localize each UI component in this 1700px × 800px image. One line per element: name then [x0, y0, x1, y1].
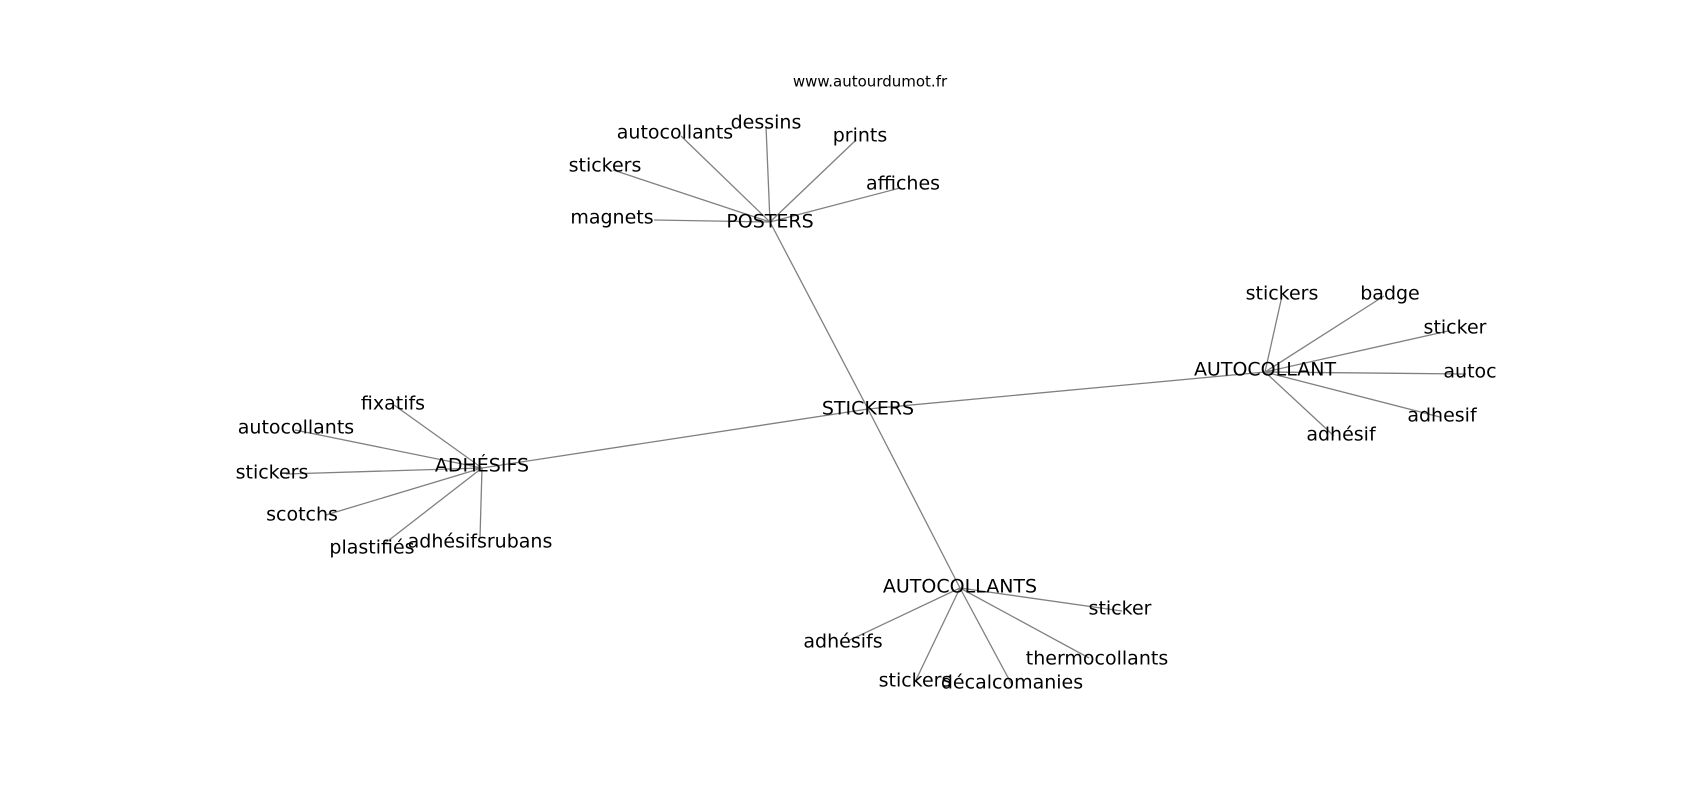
leaf-node-label: autoc	[1443, 361, 1496, 383]
edges-layer	[285, 125, 1467, 686]
leaf-node-label: stickers	[879, 670, 952, 692]
leaf-node-label: affiches	[866, 173, 940, 195]
hub-node-posters: POSTERS	[726, 211, 813, 233]
leaf-node-label: scotchs	[266, 504, 338, 526]
leaf-node-label: thermocollants	[1026, 648, 1168, 670]
edge-autocollant-leaf	[1264, 295, 1385, 373]
edge-autocollants-leaf	[959, 587, 1123, 612]
edge-adhesifs-leaf	[383, 467, 483, 545]
leaf-node-label: stickers	[236, 462, 309, 484]
leaf-node-label: autocollants	[238, 417, 354, 439]
edge-autocollants-leaf	[849, 587, 961, 641]
leaf-node-label: stickers	[1246, 283, 1319, 305]
hub-node-adhesifs: ADHÉSIFS	[435, 454, 529, 477]
leaf-node-label: adhésif	[1306, 424, 1377, 446]
leaf-node-label: adhésifsrubans	[408, 531, 553, 553]
leaf-node-label: adhesif	[1407, 405, 1478, 427]
edge-adhesifs-leaf	[285, 467, 483, 475]
leaf-node-label: adhésifs	[803, 631, 882, 653]
edge-center-posters	[769, 221, 869, 410]
edge-autocollants-leaf	[959, 587, 1090, 659]
leaf-node-label: fixatifs	[361, 393, 425, 415]
leaf-node-label: sticker	[1424, 317, 1487, 339]
edge-posters-leaf	[769, 139, 857, 223]
hub-node-autocollant: AUTOCOLLANT	[1194, 359, 1337, 381]
edge-autocollant-leaf	[1264, 330, 1449, 373]
edge-posters-leaf	[653, 219, 771, 223]
edge-autocollants-leaf	[959, 587, 1013, 686]
edge-center-autocollants	[867, 408, 961, 589]
leaf-node-label: sticker	[1089, 598, 1152, 620]
leaf-node-label: stickers	[569, 155, 642, 177]
edge-adhesifs-leaf	[294, 429, 483, 469]
leaf-node-label: badge	[1360, 283, 1420, 305]
leaf-node-label: magnets	[570, 207, 653, 229]
leaf-node-label: plastifiés	[329, 537, 414, 559]
leaf-node-label: autocollants	[617, 122, 733, 144]
center-node: STICKERS	[822, 398, 914, 420]
edge-posters-leaf	[612, 169, 771, 223]
edge-autocollant-leaf	[1264, 371, 1441, 418]
edge-adhesifs-leaf	[325, 467, 483, 516]
edge-center-autocollant	[867, 371, 1266, 410]
edge-center-adhesifs	[481, 408, 869, 469]
leaf-node-label: décalcomanies	[941, 672, 1083, 694]
leaf-node-label: prints	[833, 125, 888, 147]
edge-posters-leaf	[765, 125, 771, 223]
edge-autocollant-leaf	[1264, 295, 1283, 373]
labels-layer: www.autourdumot.fr magnets stickers autoco…	[236, 73, 1497, 694]
edge-posters-leaf	[680, 135, 771, 223]
edge-autocollant-leaf	[1264, 371, 1335, 437]
site-url: www.autourdumot.fr	[793, 73, 948, 91]
edge-autocollants-leaf	[914, 587, 961, 683]
edge-posters-leaf	[769, 187, 901, 223]
edge-autocollant-leaf	[1264, 371, 1467, 375]
edge-adhesifs-leaf	[479, 467, 483, 539]
hub-node-autocollants: AUTOCOLLANTS	[883, 576, 1037, 598]
edge-adhesifs-leaf	[393, 404, 483, 469]
leaf-node-label: dessins	[731, 112, 802, 134]
